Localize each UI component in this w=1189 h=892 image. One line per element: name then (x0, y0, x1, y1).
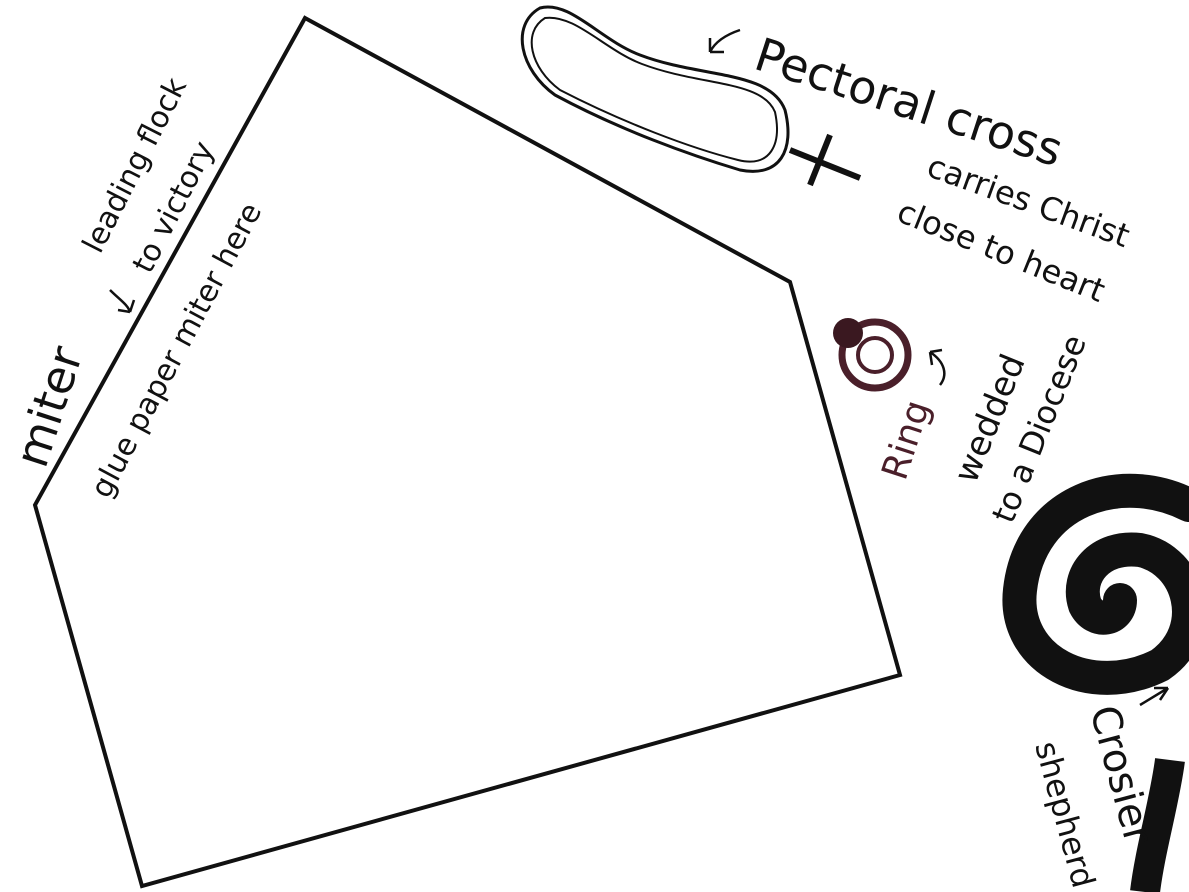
crosier-title: Crosier (1080, 701, 1161, 850)
ring-title: Ring (875, 395, 939, 484)
crosier-note: shepherd (1027, 737, 1102, 892)
arrow-miter-icon (110, 290, 134, 312)
miter-label: miter (4, 340, 93, 474)
pectoral-cross-icon (790, 135, 860, 185)
miter-outline (35, 18, 900, 886)
ring-icon (833, 318, 908, 388)
arrow-pectoral-icon (710, 30, 740, 52)
arrow-crosier-icon (1140, 688, 1168, 705)
pectoral-chain (522, 7, 788, 171)
arrow-ring-icon (930, 350, 944, 385)
